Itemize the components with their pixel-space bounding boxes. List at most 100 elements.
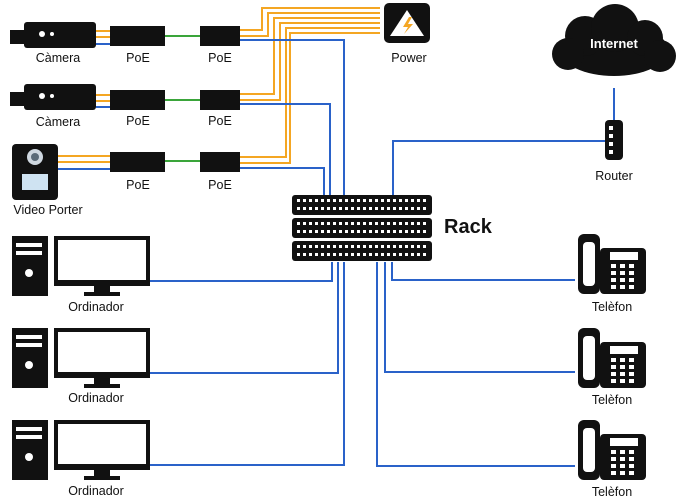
rack-port <box>393 253 396 256</box>
rack-port <box>315 207 318 210</box>
poe-label: PoE <box>208 51 232 65</box>
rack-port <box>399 245 402 248</box>
rack-port <box>339 253 342 256</box>
power-label: Power <box>391 51 426 65</box>
rack-port <box>393 245 396 248</box>
rack-port <box>297 207 300 210</box>
rack-port <box>411 230 414 233</box>
router-icon <box>605 120 623 160</box>
phones <box>578 234 646 480</box>
rack-port <box>345 207 348 210</box>
rack-port <box>345 245 348 248</box>
rack-port <box>315 245 318 248</box>
rack-port <box>297 230 300 233</box>
rack-port <box>381 222 384 225</box>
rack-port <box>411 199 414 202</box>
rack-port <box>381 230 384 233</box>
poe-column-1: PoE PoE PoE <box>110 26 165 192</box>
poe-injector-icon <box>110 152 165 172</box>
rack-panel <box>292 241 432 261</box>
rack-port <box>321 222 324 225</box>
rack-port <box>375 207 378 210</box>
rack-port <box>333 222 336 225</box>
rack-port <box>357 222 360 225</box>
phone-icon <box>578 234 646 294</box>
rack-port <box>369 245 372 248</box>
rack-port <box>333 230 336 233</box>
rack-port <box>393 207 396 210</box>
rack-port <box>423 253 426 256</box>
computer-icon <box>12 236 150 296</box>
rack-port <box>297 222 300 225</box>
rack-port <box>393 199 396 202</box>
rack-port <box>417 207 420 210</box>
rack-port <box>315 222 318 225</box>
rack-port <box>381 245 384 248</box>
phone-label: Telèfon <box>592 300 632 314</box>
rack-port <box>399 222 402 225</box>
rack-port <box>345 222 348 225</box>
rack-port <box>309 230 312 233</box>
rack-port <box>351 253 354 256</box>
rack-port <box>369 222 372 225</box>
rack-port <box>387 230 390 233</box>
poe-label: PoE <box>126 178 150 192</box>
rack-port <box>303 253 306 256</box>
poe-label: PoE <box>126 51 150 65</box>
rack-port <box>381 207 384 210</box>
rack-port <box>387 199 390 202</box>
rack-port <box>303 230 306 233</box>
data-lines <box>58 39 615 467</box>
rack-port <box>363 207 366 210</box>
video-porter-label: Video Porter <box>13 203 82 217</box>
computer-2: Ordinador <box>12 328 150 405</box>
rack-port <box>411 253 414 256</box>
rack-port <box>399 207 402 210</box>
rack-port <box>369 207 372 210</box>
rack-port <box>339 222 342 225</box>
rack-port <box>315 253 318 256</box>
rack-port <box>327 230 330 233</box>
rack-port <box>333 207 336 210</box>
power-icon <box>384 3 430 43</box>
rack-port <box>411 222 414 225</box>
computer-label: Ordinador <box>68 484 124 498</box>
camera-1: Càmera <box>10 22 96 65</box>
rack-port <box>315 199 318 202</box>
rack-port <box>357 230 360 233</box>
rack-port <box>411 207 414 210</box>
rack-port <box>363 222 366 225</box>
rack-port <box>321 207 324 210</box>
power-lines <box>58 7 380 164</box>
poe-column-2: PoE PoE PoE <box>200 26 240 192</box>
poe-injector-icon <box>200 26 240 46</box>
rack-port <box>399 230 402 233</box>
poe-label: PoE <box>208 178 232 192</box>
rack-port <box>351 245 354 248</box>
rack-port <box>381 199 384 202</box>
poe-label: PoE <box>126 114 150 128</box>
intercom-icon <box>12 144 58 200</box>
rack-port <box>369 230 372 233</box>
rack-port <box>399 199 402 202</box>
rack-port <box>405 199 408 202</box>
rack-port <box>333 253 336 256</box>
rack-port <box>339 207 342 210</box>
rack-port <box>357 245 360 248</box>
rack-port <box>363 253 366 256</box>
computer-label: Ordinador <box>68 300 124 314</box>
rack-port <box>333 245 336 248</box>
rack-port <box>423 207 426 210</box>
rack-port <box>369 199 372 202</box>
rack-panel <box>292 218 432 238</box>
rack-port <box>357 207 360 210</box>
rack-port <box>345 199 348 202</box>
rack-port <box>351 222 354 225</box>
rack-port <box>393 230 396 233</box>
computer-icon <box>12 328 150 388</box>
rack-panel <box>292 195 432 215</box>
camera-2: Càmera <box>10 84 96 129</box>
rack-port <box>303 222 306 225</box>
